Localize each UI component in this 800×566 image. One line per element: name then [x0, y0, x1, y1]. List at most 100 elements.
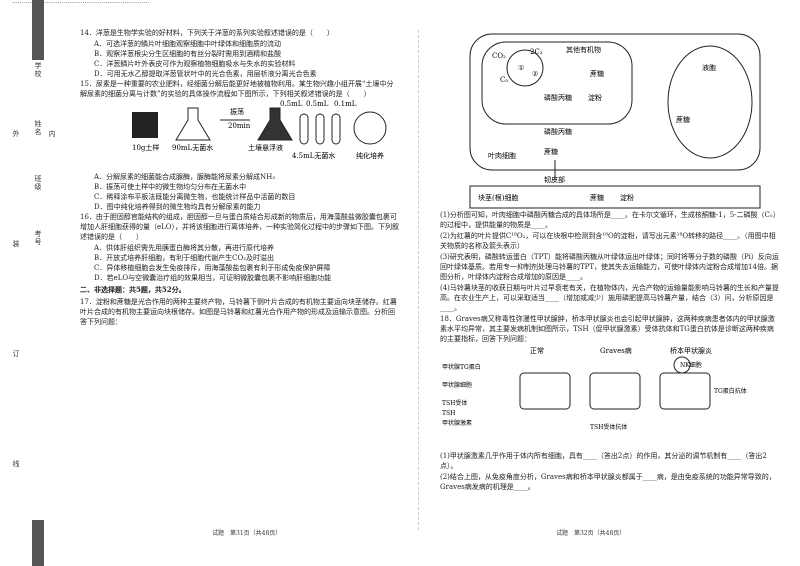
sucrose-lower-label: 蔗糖	[544, 147, 558, 156]
page-divider	[418, 30, 419, 530]
inner-mark: 内	[48, 130, 56, 138]
hashimoto-cell	[659, 372, 711, 410]
nk-label: NK细胞	[680, 361, 702, 369]
volume-3: 0.1mL	[334, 100, 357, 108]
graves-cell	[589, 372, 641, 410]
tube-3	[331, 113, 341, 145]
step-1: ①	[518, 64, 524, 72]
volume-1: 0.5mL	[280, 100, 303, 108]
binding-dark-bar	[32, 0, 44, 60]
school-label: 学校	[34, 62, 42, 78]
q15-stem: 15．尿素是一种重要的农业肥料，经细菌分解后能更好地被植物利用。某生物兴趣小组开…	[80, 80, 394, 98]
outer-mark: 外	[12, 130, 20, 138]
tube-1	[299, 113, 309, 145]
q16-option-d: D．若eLO与空微囊治疗组的效果相当，可证明微胶囊包裹不影响肝细胞功能	[94, 274, 332, 282]
volume-2: 0.5mL	[306, 100, 329, 108]
phloem-label: 韧皮部	[544, 175, 565, 184]
tg-label: 甲状腺TG蛋白	[442, 363, 481, 371]
tuber-label: 块茎(根)细胞	[478, 193, 518, 202]
q16-option-c: C．异体移植细胞会发生免疫排斥，用海藻酸盐包裹有利于形成免疫保护屏障	[94, 264, 331, 272]
exam-number-label: 考号	[34, 230, 42, 246]
right-page: CO₂ C₅ 2C₃ ① ② 其他有机物 磷酸丙糖 淀粉 蔗糖 磷酸丙糖 蔗糖 …	[440, 30, 780, 493]
phosphate-triose-label: 磷酸丙糖	[544, 93, 572, 102]
chloroplast-outline	[481, 41, 633, 125]
q17-item-2: (2)为红薯的叶片提供C¹⁸O₂，可以在块根中检测到含¹⁸O的淀粉，请写出元素¹…	[440, 232, 776, 250]
q14-option-d: D．可用无水乙醇提取洋葱管状叶中的光合色素，用层析液分离光合色素	[94, 70, 317, 78]
tubes-label: 4.5mL无菌水	[292, 151, 335, 160]
soil-dilution-diagram: 10g土样 90mL无菌水 振荡 20min 土壤悬浮液 0.5mL 0.5mL…	[132, 100, 387, 160]
tube-2	[315, 113, 325, 145]
name-label: 姓名	[34, 120, 42, 136]
tuber-cell-outline	[469, 185, 761, 209]
time-label: 20min	[228, 122, 251, 130]
class-label: 班级	[34, 175, 42, 191]
line-mark: 线	[12, 460, 20, 468]
section-heading: 二、非选择题：共5题，共52分。	[80, 285, 186, 294]
q18-item-1: (1)甲状腺激素几乎作用于体内所有细胞，具有____（答出2点）的作用，其分泌的…	[440, 452, 767, 470]
q16-option-a: A．供体肝组织需先用胰蛋白酶将其分散，再进行原代培养	[94, 244, 275, 252]
q17-item-3: (3)研究表明，磷酸转运蛋白（TPT）能将磷酸丙糖从叶绿体运出叶绿体；同时将等分…	[440, 253, 779, 281]
hashimoto-col-label: 桥本甲状腺炎	[670, 346, 712, 355]
left-page-footer: 试题 第31页（共48页）	[212, 530, 282, 537]
step-2: ②	[532, 70, 538, 78]
mesophyll-label: 叶肉细胞	[488, 151, 516, 160]
soil-label: 10g土样	[132, 143, 159, 152]
staple-mark: 订	[12, 350, 20, 358]
calvin-cycle	[506, 49, 544, 87]
petri-dish-icon	[353, 111, 387, 145]
q15-option-b: B．振荡可使土样中的微生物均匀分布在无菌水中	[94, 183, 247, 191]
vacuole-outline	[667, 45, 753, 159]
normal-cell	[519, 372, 571, 410]
suspension-label: 土壤悬浮液	[248, 143, 283, 152]
binding-dark-bar	[32, 520, 44, 566]
q17-item-1: (1)分析图可知，叶肉细胞中磷酸丙糖合成的具体场所是____。在卡尔文循环，生成…	[440, 211, 780, 229]
right-page-footer: 试题 第32页（共48页）	[556, 530, 626, 537]
bind-mark: 装	[12, 240, 20, 248]
tsh-label: TSH	[442, 410, 455, 417]
q14-option-c: C．洋葱鳞片叶外表皮可作为观察植物细胞吸水与失水的实验材料	[94, 60, 296, 68]
cell-label: 甲状腺细胞	[442, 381, 472, 389]
q17-stem: 17．淀粉和蔗糖是光合作用的两种主要终产物，马铃薯下侧叶片合成的有机物主要运向块…	[80, 298, 397, 326]
sucrose-to-label: 蔗糖	[590, 193, 604, 202]
q14-stem: 14．洋葱是生物学实验的好材料，下列关于洋葱的系列实验叙述错误的是（ ）	[80, 29, 334, 37]
thyroid-figure: 正常 Graves病 桥本甲状腺炎 甲状腺TG蛋白 甲状腺细胞 TSH受体 TS…	[440, 345, 780, 451]
soil-sample-icon	[132, 112, 158, 138]
co2-label: CO₂	[492, 52, 506, 60]
graves-col-label: Graves病	[600, 346, 632, 355]
tg-antibody-label: TG蛋白抗体	[714, 387, 747, 395]
dotted-guide: ········································…	[12, 0, 150, 7]
nk-cell	[673, 356, 691, 374]
starch-inner-label: 淀粉	[588, 93, 602, 102]
c5-label: C₅	[500, 76, 508, 84]
normal-col-label: 正常	[530, 346, 544, 355]
photosynthesis-diagram: CO₂ C₅ 2C₃ ① ② 其他有机物 磷酸丙糖 淀粉 蔗糖 磷酸丙糖 蔗糖 …	[440, 30, 780, 210]
phosphate-triose-2-label: 磷酸丙糖	[544, 127, 572, 136]
water-label: 90mL无菌水	[172, 143, 213, 152]
water-flask-icon	[175, 107, 211, 141]
q15-option-a: A．分解尿素的细菌能合成脲酶，脲酶能将尿素分解成NH₃	[94, 173, 276, 181]
other-organics-label: 其他有机物	[566, 45, 601, 54]
receptor-label: TSH受体	[442, 399, 467, 407]
q15-option-d: D．图中纯化培养得到的微生物均具有分解尿素的能力	[94, 203, 261, 211]
transport-diagram: CO₂ C₅ 2C₃ ① ② 其他有机物 磷酸丙糖 淀粉 蔗糖 磷酸丙糖 蔗糖 …	[469, 33, 761, 209]
q18-item-2: (2)结合上图，从免疫角度分析，Graves病和桥本甲状腺炎都属于____病，是…	[440, 473, 776, 491]
thyroid-diagram: 正常 Graves病 桥本甲状腺炎 甲状腺TG蛋白 甲状腺细胞 TSH受体 TS…	[442, 346, 747, 431]
q15-option-c: C．稀释涂布平板法既能分离微生物，也能统计样品中活菌的数目	[94, 193, 296, 201]
shake-label: 振荡	[230, 107, 244, 116]
binding-margin: ········································…	[0, 0, 150, 566]
vacuole-label: 液胞	[702, 63, 716, 72]
starch-out-label: 淀粉	[620, 193, 634, 202]
q16-option-b: B．开放式培养肝细胞，有利于细胞代谢产生CO₂及时溢出	[94, 254, 275, 262]
q14-option-b: B．观察洋葱根尖分生区细胞的有丝分裂时需用到酒精和盐酸	[94, 50, 282, 58]
hormone-label: 甲状腺激素	[442, 419, 472, 427]
cell-outline	[469, 33, 761, 171]
c3-label: 2C₃	[530, 48, 543, 56]
q18-stem: 18．Graves病又称毒性弥漫性甲状腺肿，桥本甲状腺炎也会引起甲状腺肿，这两种…	[440, 315, 775, 343]
q16-stem: 16．由于胆固醇官能结构的组成，胆固醇一旦与蛋白质结合形成新的物质后，用海藻酸盐…	[80, 213, 400, 241]
q15-figure: 10g土样 90mL无菌水 振荡 20min 土壤悬浮液 0.5mL 0.5mL…	[80, 100, 400, 172]
tsh-antibody-label: TSH受体抗体	[590, 423, 627, 431]
sucrose-inner-label: 蔗糖	[590, 69, 604, 78]
left-page: 14．洋葱是生物学实验的好材料，下列关于洋葱的系列实验叙述错误的是（ ） A．可…	[80, 28, 400, 328]
suspension-flask-icon	[257, 107, 293, 141]
q14-option-a: A．可选洋葱的鳞片叶细胞观察细胞中叶绿体和细胞质的流动	[94, 40, 282, 48]
